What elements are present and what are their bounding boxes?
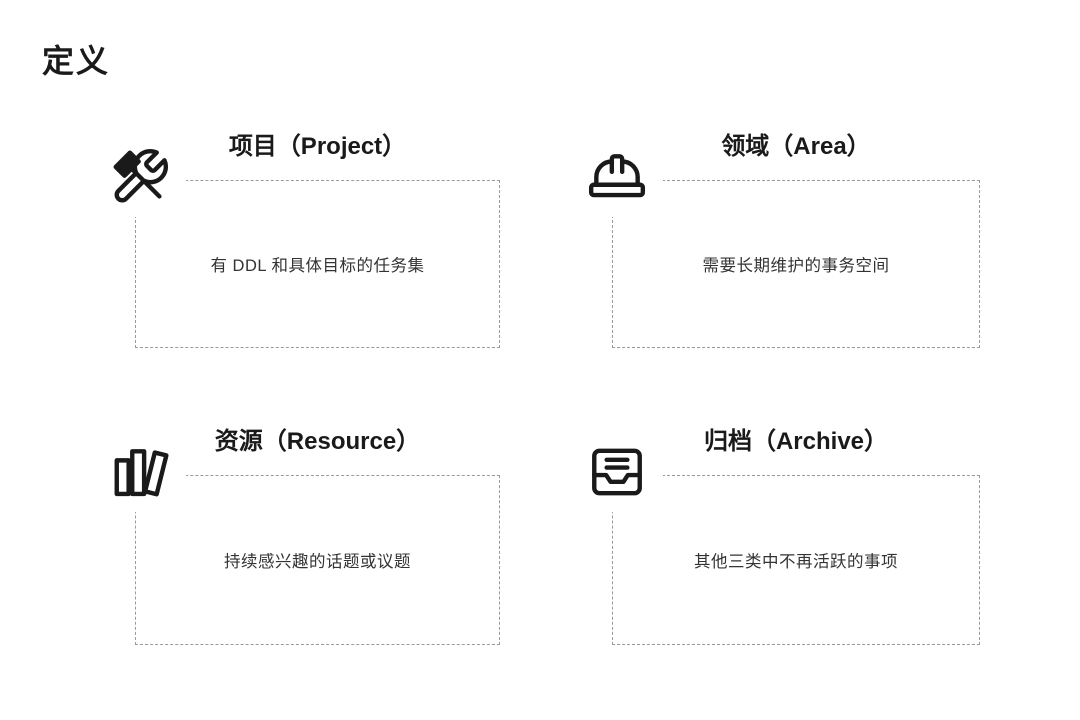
card-resource: 资源（Resource） 持续感兴趣的话题或议题 (94, 428, 500, 645)
page-title: 定义 (42, 43, 111, 79)
card-archive: 归档（Archive） 其他三类中不再活跃的事项 (571, 428, 980, 645)
card-area: 领域（Area） 需要长期维护的事务空间 (571, 133, 980, 348)
card-resource-description: 持续感兴趣的话题或议题 (224, 553, 411, 571)
card-archive-description: 其他三类中不再活跃的事项 (694, 553, 898, 571)
card-area-title: 领域（Area） (721, 133, 871, 160)
archive-box-icon (571, 432, 663, 512)
books-icon (94, 432, 186, 512)
card-resource-title: 资源（Resource） (214, 428, 421, 455)
card-project: 项目（Project） 有 DDL 和具体目标的任务集 (94, 133, 500, 348)
card-area-description: 需要长期维护的事务空间 (702, 257, 890, 275)
card-project-title: 项目（Project） (228, 133, 407, 160)
card-project-description: 有 DDL 和具体目标的任务集 (210, 257, 425, 275)
tools-icon (94, 137, 186, 217)
card-archive-title: 归档（Archive） (703, 428, 889, 455)
hard-hat-icon (571, 137, 663, 217)
